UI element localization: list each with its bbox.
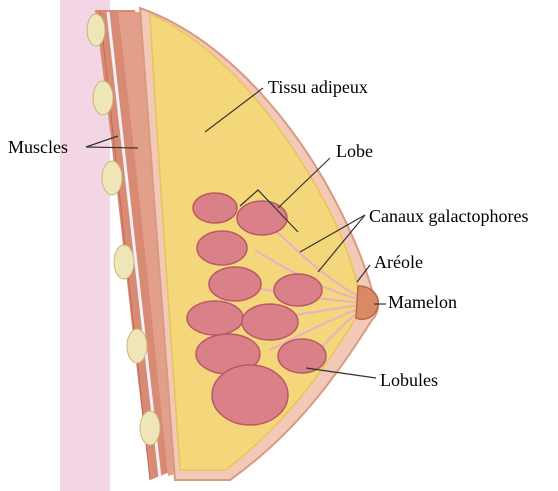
lobule xyxy=(197,231,247,265)
rib xyxy=(127,329,147,363)
rib xyxy=(87,14,105,46)
lobule xyxy=(274,274,322,306)
lobule xyxy=(209,267,261,301)
rib xyxy=(93,81,113,115)
label-areole: Aréole xyxy=(374,252,423,272)
lobule xyxy=(212,365,288,425)
lobule xyxy=(193,193,237,223)
rib xyxy=(102,161,122,195)
label-mamelon: Mamelon xyxy=(388,292,457,312)
label-canaux-galactophores: Canaux galactophores xyxy=(369,206,528,226)
label-lobe: Lobe xyxy=(336,141,373,161)
rib xyxy=(114,245,134,279)
label-lobules: Lobules xyxy=(380,370,438,390)
label-muscles: Muscles xyxy=(8,137,68,157)
lobule xyxy=(278,339,326,373)
lobule xyxy=(187,301,243,335)
lobule xyxy=(242,304,298,340)
chest-wall xyxy=(60,0,110,491)
rib xyxy=(140,411,160,445)
label-tissu-adipeux: Tissu adipeux xyxy=(268,77,368,97)
